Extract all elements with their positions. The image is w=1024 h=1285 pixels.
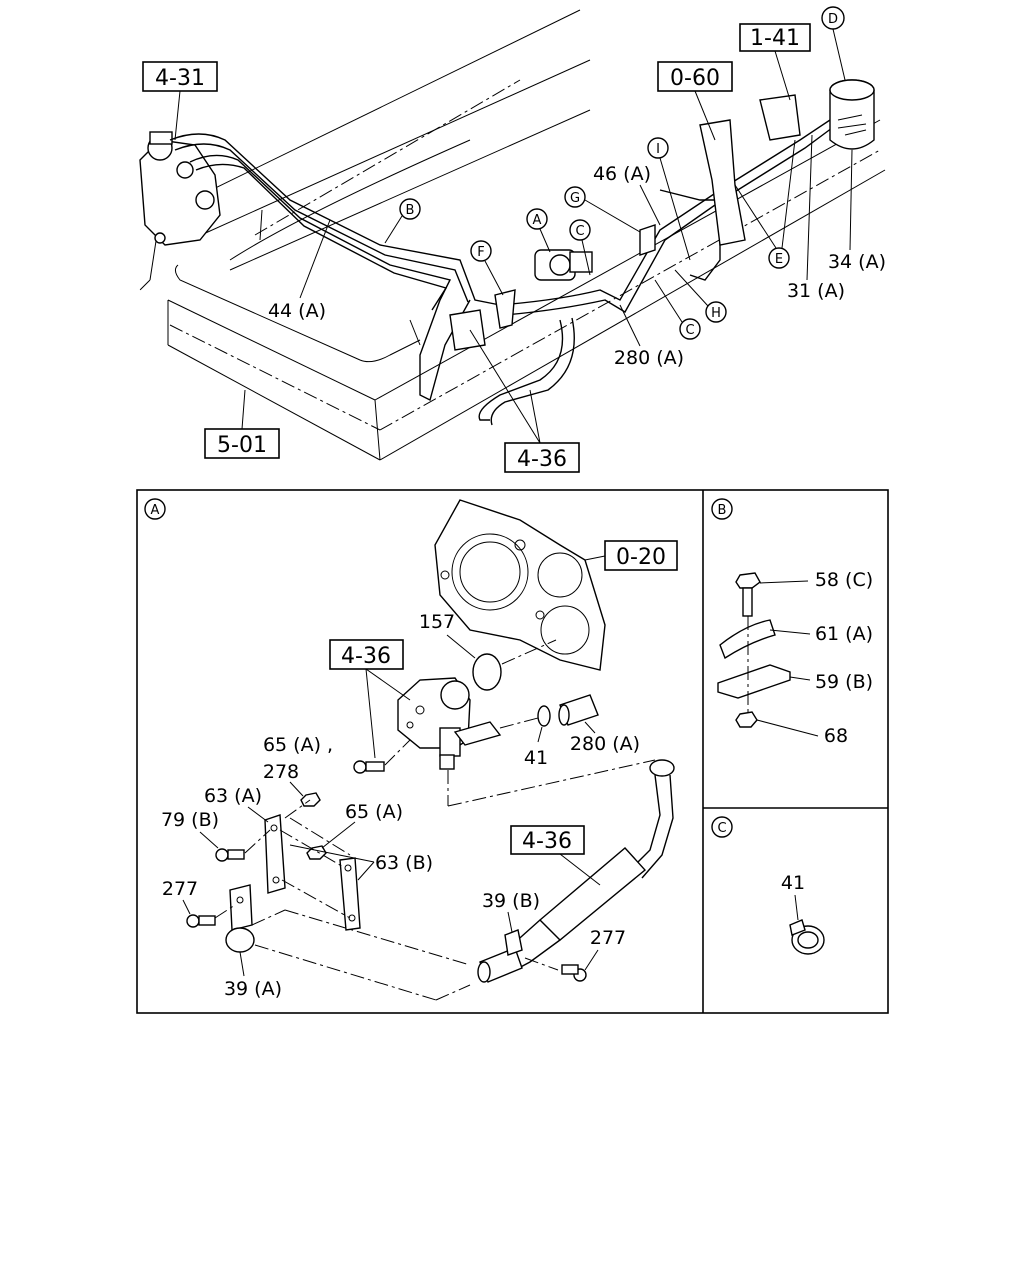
label-280a-detail: 280 (A)	[570, 733, 640, 755]
ref-box-0-20[interactable]: 0-20	[604, 540, 678, 571]
nut-278	[300, 792, 321, 807]
ref-box-4-36-pump[interactable]: 4-36	[329, 639, 404, 670]
label-41-detail-a: 41	[524, 747, 548, 769]
label-41-detail-c: 41	[781, 872, 805, 894]
svg-text:5-01: 5-01	[217, 433, 267, 458]
pump-body	[397, 677, 502, 770]
bolt-277-right	[561, 964, 587, 982]
label-280a-overview: 280 (A)	[614, 347, 684, 369]
svg-text:0-60: 0-60	[670, 66, 720, 91]
svg-text:A: A	[151, 503, 160, 518]
label-59b: 59 (B)	[815, 671, 873, 693]
marker-g: G	[564, 186, 586, 208]
svg-text:A: A	[533, 213, 542, 228]
nut-68	[735, 711, 758, 728]
clip-61a	[719, 619, 776, 660]
label-157: 157	[419, 611, 455, 633]
marker-c-top: C	[569, 219, 591, 241]
reservoir-tank	[829, 79, 875, 150]
pump-bolt	[353, 760, 385, 774]
label-39a: 39 (A)	[224, 978, 282, 1000]
bolt-277-left	[186, 914, 216, 928]
pump-assembly	[534, 249, 593, 281]
bracket-63a	[264, 814, 286, 894]
pressure-pipes-44a	[169, 133, 501, 402]
detail-b-panel: B 58 (C) 61 (A) 59 (B) 68	[711, 498, 873, 747]
label-63b: 63 (B)	[375, 852, 433, 874]
svg-text:B: B	[406, 203, 415, 218]
ref-box-4-36-pipe[interactable]: 4-36	[510, 825, 585, 855]
label-65a: 65 (A)	[345, 801, 403, 823]
marker-e: E	[768, 247, 790, 269]
svg-text:E: E	[775, 252, 783, 267]
svg-text:4-31: 4-31	[155, 66, 205, 91]
detail-panels	[136, 489, 889, 1014]
marker-c-bottom: C	[679, 318, 701, 340]
ref-box-5-01[interactable]: 5-01	[204, 428, 280, 459]
o-ring	[472, 653, 502, 691]
label-277-right: 277	[590, 927, 626, 949]
label-31a: 31 (A)	[787, 280, 845, 302]
hose-clamp	[537, 705, 551, 727]
svg-text:C: C	[685, 323, 694, 338]
return-pipes	[478, 119, 833, 426]
clamp-39a	[225, 884, 255, 953]
bolt-58c	[735, 572, 761, 617]
clamp-39b	[504, 929, 523, 956]
svg-text:B: B	[718, 503, 727, 518]
label-79b: 79 (B)	[161, 809, 219, 831]
label-58c: 58 (C)	[815, 569, 873, 591]
detail-b-marker: B	[711, 498, 733, 520]
detail-a-marker: A	[144, 498, 166, 520]
return-pipe-detail	[477, 759, 675, 983]
marker-b: B	[399, 198, 421, 220]
hose-clamp-41	[789, 919, 825, 955]
marker-d: D	[821, 6, 845, 30]
detail-a-panel: A 0-20 157	[144, 498, 678, 1001]
label-278: 278	[263, 761, 299, 783]
marker-f: F	[470, 240, 492, 262]
label-61a: 61 (A)	[815, 623, 873, 645]
overview-drawing: 4-31 0-60 1-41 5-01 4-36 D	[139, 6, 886, 473]
detail-frame	[136, 489, 889, 1014]
label-65a-comma: 65 (A) ,	[263, 734, 333, 756]
bolt-79b	[215, 848, 245, 862]
svg-text:C: C	[575, 224, 584, 239]
svg-text:C: C	[717, 821, 726, 836]
svg-text:4-36: 4-36	[517, 447, 567, 472]
marker-i: I	[647, 137, 669, 159]
bracket-59b	[717, 664, 791, 699]
svg-text:F: F	[477, 245, 484, 260]
detail-c-panel: C 41	[711, 816, 825, 955]
label-44a: 44 (A)	[268, 300, 326, 322]
svg-text:H: H	[711, 306, 721, 321]
label-68: 68	[824, 725, 848, 747]
svg-text:1-41: 1-41	[750, 26, 800, 51]
marker-a-overview: A	[526, 208, 548, 230]
frame-rails	[139, 9, 886, 461]
gasket-plate	[434, 499, 606, 671]
svg-text:D: D	[828, 12, 838, 27]
marker-h: H	[705, 301, 727, 323]
detail-c-marker: C	[711, 816, 733, 838]
label-46a: 46 (A)	[593, 163, 651, 185]
svg-text:0-20: 0-20	[616, 545, 666, 570]
ref-box-4-36[interactable]: 4-36	[504, 442, 580, 473]
label-277-left: 277	[162, 878, 198, 900]
ref-box-4-31[interactable]: 4-31	[142, 61, 218, 92]
bracket-63b	[339, 857, 361, 931]
svg-text:4-36: 4-36	[522, 829, 572, 854]
label-39b: 39 (B)	[482, 890, 540, 912]
svg-text:4-36: 4-36	[341, 644, 391, 669]
ref-box-0-60[interactable]: 0-60	[657, 61, 733, 92]
label-34a: 34 (A)	[828, 251, 886, 273]
label-63a: 63 (A)	[204, 785, 262, 807]
hose-280a	[558, 694, 599, 726]
steering-gear-box	[139, 131, 221, 246]
svg-text:I: I	[656, 142, 660, 157]
ref-box-1-41[interactable]: 1-41	[739, 23, 811, 52]
svg-text:G: G	[570, 191, 580, 206]
